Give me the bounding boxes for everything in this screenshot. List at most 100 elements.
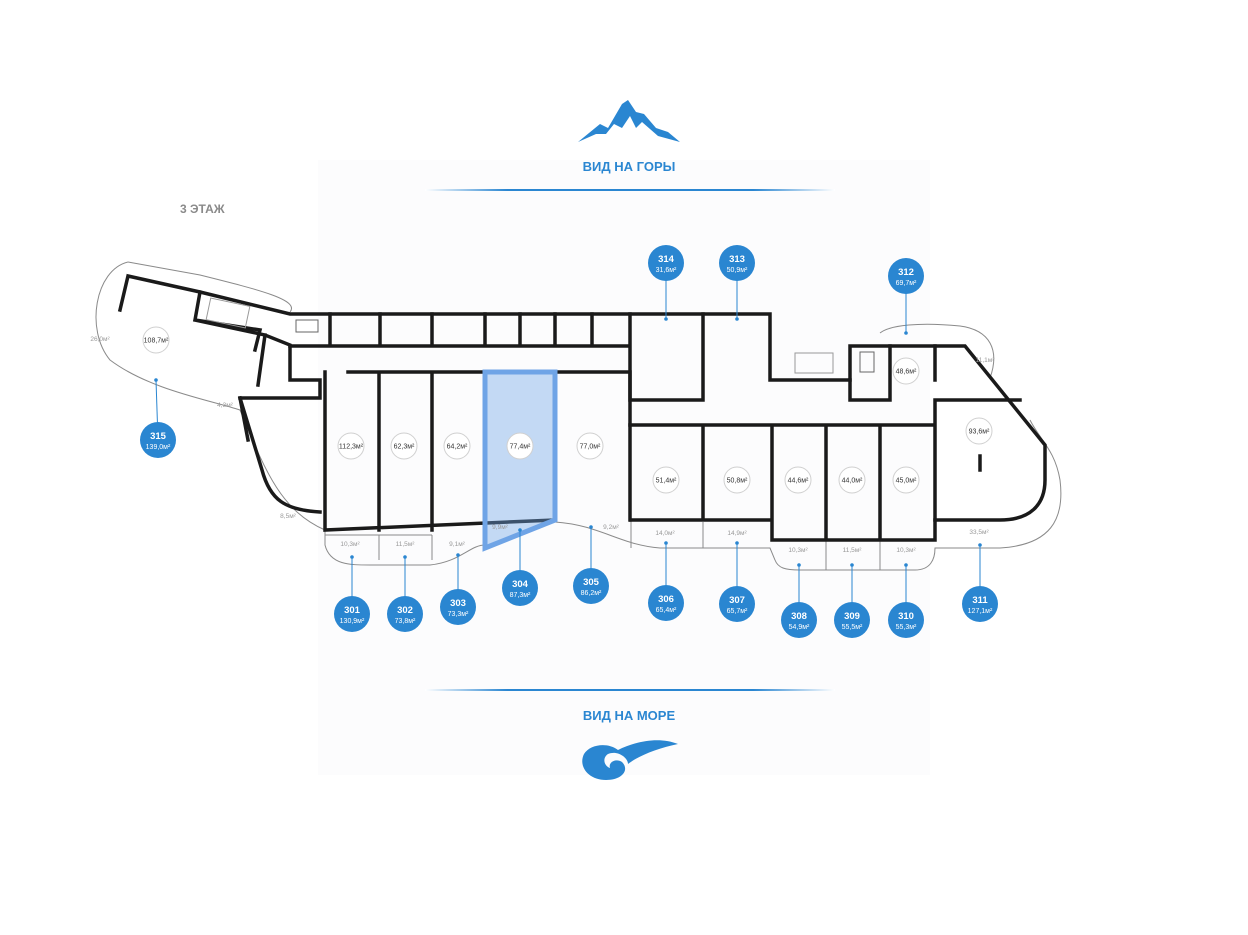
- anchor-dot: [154, 378, 158, 382]
- unit-marker-302[interactable]: 302 73,8м²: [387, 555, 423, 632]
- unit-number: 302: [397, 605, 413, 616]
- unit-number: 315: [150, 431, 167, 442]
- unit-marker-307[interactable]: 307 65,7м²: [719, 541, 755, 622]
- room-area-circle: [723, 466, 751, 494]
- balcony-area-label: 9,2м²: [603, 524, 620, 531]
- balcony-outlines: [95, 261, 1062, 571]
- room-area-label: 77,0м²: [580, 444, 601, 451]
- balcony-area-label: 9,1м²: [449, 541, 466, 548]
- room-area-label: 62,3м²: [394, 444, 415, 451]
- room-area-circle: [892, 466, 920, 494]
- plan-background: [318, 160, 930, 775]
- room-area-circle: [838, 466, 866, 494]
- unit-area: 87,3м²: [510, 592, 531, 599]
- unit-number: 301: [344, 605, 361, 616]
- room-area-circle: [652, 466, 680, 494]
- anchor-dot: [904, 331, 908, 335]
- unit-badge[interactable]: [440, 589, 476, 625]
- balcony-area-label: 11,5м²: [843, 547, 863, 554]
- unit-badge[interactable]: [648, 585, 684, 621]
- room-area-circle: [390, 432, 418, 460]
- unit-badge[interactable]: [387, 596, 423, 632]
- unit-number: 314: [658, 254, 675, 265]
- room-area-label: 44,6м²: [788, 478, 809, 485]
- room-area-label: 50,8м²: [727, 478, 748, 485]
- anchor-dot: [735, 317, 739, 321]
- room-area-label: 108,7м²: [144, 338, 169, 345]
- unit-number: 304: [512, 579, 529, 590]
- bottom-divider: [425, 689, 835, 691]
- room-area-circle: [892, 357, 920, 385]
- unit-badge[interactable]: [962, 586, 998, 622]
- unit-area: 54,9м²: [789, 624, 810, 631]
- room-area-circle: [443, 432, 471, 460]
- unit-badge[interactable]: [719, 586, 755, 622]
- selected-unit-304-highlight[interactable]: [482, 369, 558, 552]
- unit-badge[interactable]: [719, 245, 755, 281]
- top-divider: [425, 189, 835, 191]
- unit-number: 306: [658, 594, 674, 605]
- unit-badge[interactable]: [834, 602, 870, 638]
- elevators: [295, 319, 875, 373]
- unit-badge[interactable]: [648, 245, 684, 281]
- anchor-dot: [664, 541, 668, 545]
- balcony-area-label: 10,3м²: [896, 547, 916, 554]
- unit-area: 50,9м²: [727, 267, 748, 274]
- balcony-area-label: 11,1м²: [976, 357, 996, 364]
- unit-area: 73,8м²: [395, 618, 416, 625]
- anchor-dot: [850, 563, 854, 567]
- balcony-area-label: 14,9м²: [727, 530, 747, 537]
- anchor-dot: [904, 563, 908, 567]
- unit-marker-315[interactable]: 315 139,0м²: [140, 378, 176, 458]
- room-area-circle: [576, 432, 604, 460]
- room-area-label: 112,3м²: [339, 444, 364, 451]
- unit-number: 307: [729, 595, 745, 606]
- room-area-label: 44,0м²: [842, 478, 863, 485]
- unit-number: 310: [898, 611, 914, 622]
- mountain-view-label: ВИД НА ГОРЫ: [582, 159, 676, 174]
- room-area-label: 64,2м²: [447, 444, 468, 451]
- unit-area: 31,6м²: [656, 267, 677, 274]
- sea-view-label: ВИД НА МОРЕ: [582, 708, 676, 723]
- unit-marker-309[interactable]: 309 55,5м²: [834, 563, 870, 638]
- anchor-dot: [589, 525, 593, 529]
- unit-badge[interactable]: [781, 602, 817, 638]
- unit-marker-304[interactable]: 304 87,3м²: [502, 528, 538, 606]
- unit-marker-314[interactable]: 314 31,6м²: [648, 245, 684, 321]
- unit-badge[interactable]: [334, 596, 370, 632]
- unit-number: 311: [972, 595, 988, 606]
- balcony-area-label: 14,0м²: [655, 530, 675, 537]
- unit-number: 309: [844, 611, 860, 622]
- unit-area: 65,7м²: [727, 608, 748, 615]
- balcony-area-label: 4,3м²: [217, 402, 234, 409]
- anchor-dot: [518, 528, 522, 532]
- unit-badge[interactable]: [502, 570, 538, 606]
- unit-badge[interactable]: [140, 422, 176, 458]
- anchor-dot: [456, 553, 460, 557]
- unit-marker-306[interactable]: 306 65,4м²: [648, 541, 684, 621]
- unit-area: 65,4м²: [656, 607, 677, 614]
- unit-badge[interactable]: [888, 602, 924, 638]
- unit-area: 86,2м²: [581, 590, 602, 597]
- unit-area: 55,5м²: [842, 624, 863, 631]
- room-area-label: 48,6м²: [896, 369, 917, 376]
- room-area-circle: [784, 466, 812, 494]
- unit-badge[interactable]: [573, 568, 609, 604]
- unit-area: 139,0м²: [146, 444, 171, 451]
- anchor-dot: [978, 543, 982, 547]
- floor-label: 3 ЭТАЖ: [180, 202, 225, 216]
- room-area-circle: [337, 432, 365, 460]
- balcony-area-label: 10,3м²: [788, 547, 808, 554]
- balcony-area-label: 9,9м²: [492, 524, 509, 531]
- room-area-label: 45,0м²: [896, 478, 917, 485]
- unit-badge[interactable]: [888, 258, 924, 294]
- unit-number: 312: [898, 267, 914, 278]
